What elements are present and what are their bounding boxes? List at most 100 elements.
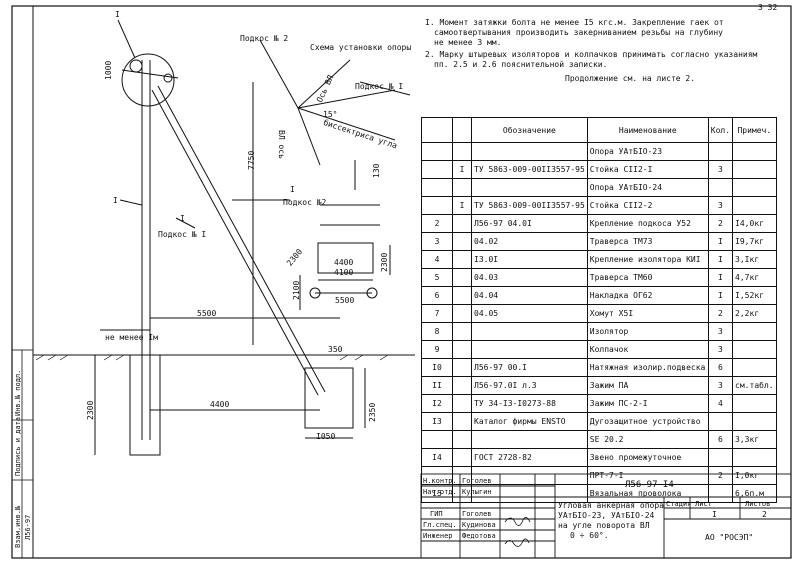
spec-cell-note: см.табл. xyxy=(732,376,777,395)
spec-cell-qty: 2 xyxy=(707,466,734,485)
tb-title-4: 0 ÷ 60°. xyxy=(570,531,609,540)
tb-title-1: Угловая анкерная опора xyxy=(558,501,664,510)
spec-cell-mark xyxy=(452,340,472,359)
spec-cell-qty: 3 xyxy=(707,322,734,341)
spec-header-mark xyxy=(452,117,472,143)
spec-cell-code: ТУ 34-I3-I0273-88 xyxy=(471,394,588,413)
spec-cell-qty: 3 xyxy=(707,340,734,359)
spec-cell-note xyxy=(732,142,777,161)
spec-cell-code: Л56-97.0I л.3 xyxy=(471,376,588,395)
spec-cell-mark xyxy=(452,412,472,431)
signature-2 xyxy=(504,538,530,547)
dim-4400: 4400 xyxy=(210,400,230,409)
pole-pit xyxy=(129,354,161,456)
tb-doc-code: Л56-97 I4 xyxy=(625,480,674,490)
spec-cell-mark xyxy=(452,268,472,287)
spec-cell-pos: 2 xyxy=(421,214,453,233)
tb-sheet-label: Лист xyxy=(695,500,712,508)
detail-dim-4400: 4400 xyxy=(334,258,354,267)
spec-cell-name: Изолятор xyxy=(586,322,709,341)
spec-cell-pos: II xyxy=(421,376,453,395)
tb-sheets-label: Листов xyxy=(745,500,771,508)
continue-note: Продолжение см. на листе 2. xyxy=(565,74,696,83)
sheet-frame xyxy=(11,5,792,559)
spec-cell-pos: I0 xyxy=(421,358,453,377)
spec-cell-mark: I xyxy=(452,160,472,179)
spec-cell-qty: I xyxy=(707,286,734,305)
signature-1 xyxy=(504,517,531,526)
ground-hatch xyxy=(35,354,389,361)
spec-cell-mark xyxy=(452,214,472,233)
tb-role-4: Гл.спец. xyxy=(423,521,457,529)
side-sign-label: Подпись и дата xyxy=(14,416,22,476)
spec-cell-qty: 3 xyxy=(707,376,734,395)
tb-name-5: Федотова xyxy=(462,532,496,540)
spec-cell-pos xyxy=(421,430,453,449)
note-1-line-2: самоотвертывания производить закернивани… xyxy=(434,28,723,37)
spec-cell-name: SE 20.2 xyxy=(586,430,709,449)
dim-ground-depth: не менее Iм xyxy=(105,333,158,342)
spec-cell-name: Крепление изолятора КИI xyxy=(586,250,709,269)
spec-cell-code xyxy=(471,322,588,341)
head-detail-circle xyxy=(121,53,175,107)
tb-organization: АО "РОСЭП" xyxy=(705,533,754,542)
tb-name-1: Гоголев xyxy=(462,477,492,485)
dim-7750: 7750 xyxy=(247,150,256,170)
label-axis-vl-2: ВЛ ось xyxy=(277,130,286,159)
spec-cell-note: I,52кг xyxy=(732,286,777,305)
scheme-title: Схема установки опоры xyxy=(310,43,412,52)
spec-cell-code xyxy=(471,142,588,161)
spec-cell-name: Траверса ТМ73 xyxy=(586,232,709,251)
spec-cell-name: Крепление подкоса У52 xyxy=(586,214,709,233)
spec-cell-pos xyxy=(421,196,453,215)
leader-I-top xyxy=(117,19,136,59)
tb-role-1: Н.контр. xyxy=(423,477,457,485)
note-1-line-3: не менее 3 мм. xyxy=(434,38,502,47)
spec-cell-name: Звено промежуточное xyxy=(586,448,709,467)
spec-cell-name: Натяжная изолир.подвеска xyxy=(586,358,709,377)
spec-cell-pos: 7 xyxy=(421,304,453,323)
detail-dim-5500: 5500 xyxy=(335,296,355,305)
tb-title-3: на угле поворота ВЛ xyxy=(558,521,650,530)
brace-pit xyxy=(304,367,354,429)
spec-cell-name: Хомут Х5I xyxy=(586,304,709,323)
spec-cell-name: Колпачок xyxy=(586,340,709,359)
detail-dim-2300b: 2300 xyxy=(380,252,389,272)
dim-1000: 1000 xyxy=(104,60,113,80)
tb-role-3: ГИП xyxy=(430,510,443,518)
tb-sheets-total: 2 xyxy=(762,510,767,519)
spec-cell-qty: 6 xyxy=(707,430,734,449)
label-section-I-detail: I xyxy=(290,185,295,194)
label-brace-2-top: Подкос № 2 xyxy=(240,34,289,43)
spec-header-code: Обозначение xyxy=(471,117,588,143)
spec-cell-note xyxy=(732,448,777,467)
tb-stage-label: Стадия xyxy=(666,500,692,508)
note-1-line-1: I. Момент затяжки болта не менее I5 кгс.… xyxy=(425,18,724,27)
spec-cell-code: Каталог фирмы ENSTO xyxy=(471,412,588,431)
spec-header-qty: Кол. xyxy=(707,117,734,143)
spec-cell-mark xyxy=(452,394,472,413)
spec-cell-note: 4,7кг xyxy=(732,268,777,287)
spec-cell-note: 3,3кг xyxy=(732,430,777,449)
tb-role-2: Нач.отд. xyxy=(423,488,457,496)
spec-cell-note: I4,0кг xyxy=(732,214,777,233)
spec-cell-pos: 3 xyxy=(421,232,453,251)
tb-name-4: Кудинова xyxy=(462,521,496,529)
label-section-I-mid: I xyxy=(180,214,185,223)
spec-cell-code: ТУ 5863-009-00II3557-95 xyxy=(471,160,588,179)
spec-cell-mark: I xyxy=(452,196,472,215)
note-2-line-1: 2. Марку штыревых изоляторов и колпачков… xyxy=(425,50,758,59)
installation-scheme xyxy=(259,39,411,166)
spec-cell-mark xyxy=(452,322,472,341)
